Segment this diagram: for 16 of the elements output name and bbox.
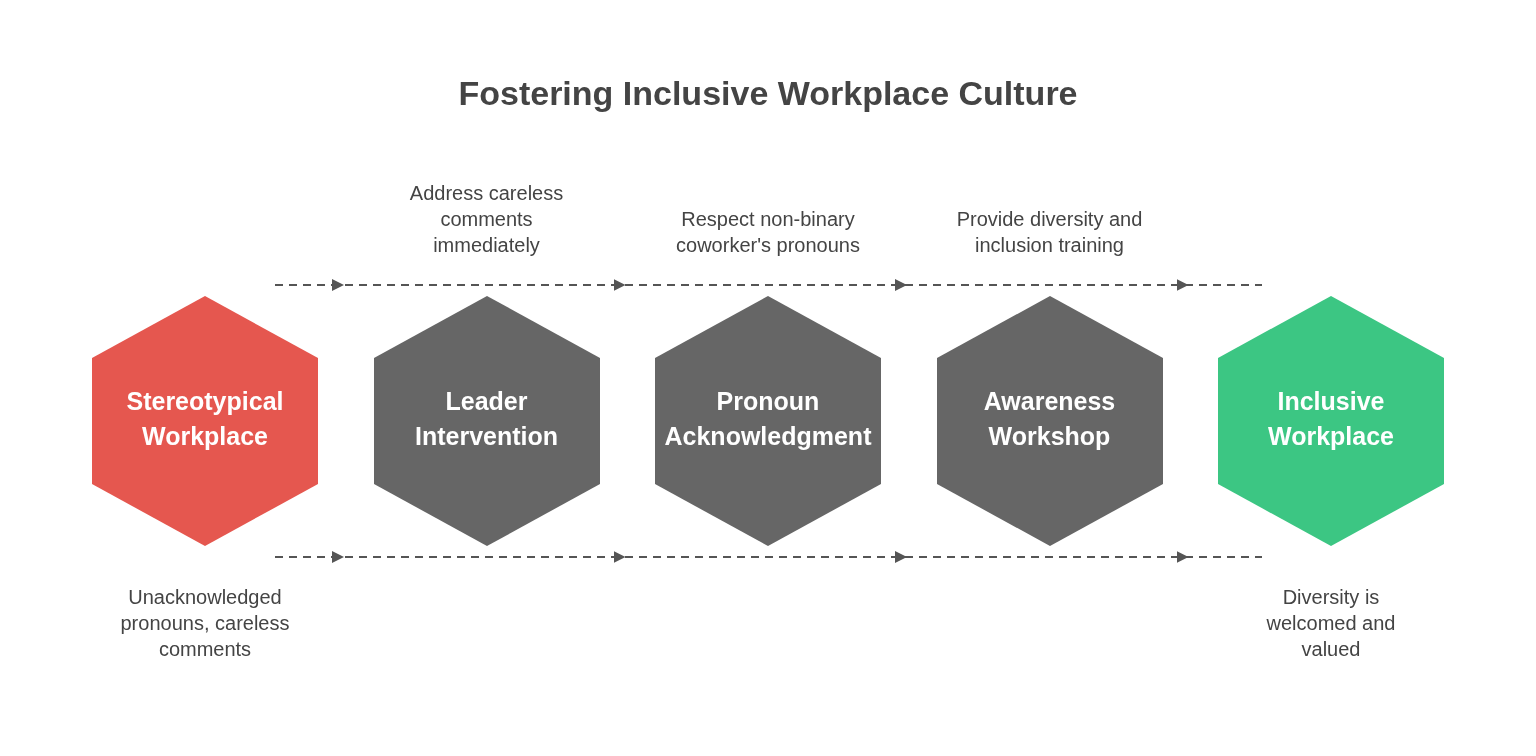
step-description: Respect non-binary coworker's pronouns [675,207,861,258]
hexagon [1218,296,1444,546]
diagram-title: Fostering Inclusive Workplace Culture [457,74,1079,113]
step-description: Unacknowledged pronouns, careless comments [119,585,291,662]
step-label: Stereotypical Workplace [125,386,285,452]
step-label: Awareness Workshop [982,386,1117,452]
hexagon [92,296,318,546]
step-description: Provide diversity and inclusion training [955,207,1144,258]
step-label: Leader Intervention [413,386,560,452]
step-label: Pronoun Acknowledgment [663,386,873,452]
step-label: Inclusive Workplace [1267,386,1395,452]
step-description: Address careless comments immediately [408,181,565,258]
hexagon [373,296,600,546]
hexagon [655,296,881,546]
step-description: Diversity is welcomed and valued [1265,585,1397,662]
hexagon [936,296,1163,546]
